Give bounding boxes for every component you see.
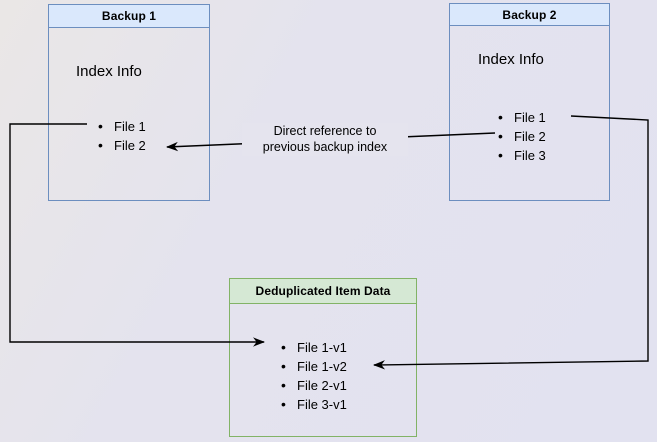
list-item-file1: File 1 — [98, 117, 146, 136]
list-item-file3-v1: File 3-v1 — [281, 395, 347, 414]
list-item-file1-v1: File 1-v1 — [281, 338, 347, 357]
direct-reference-label-line1: Direct reference to — [273, 124, 377, 138]
backup2-index-info-label: Index Info — [478, 51, 544, 68]
list-item-file1: File 1 — [498, 108, 546, 127]
direct-reference-label-line2: previous backup index — [262, 139, 388, 154]
list-item-file2: File 2 — [98, 136, 146, 155]
list-item-file1-v2: File 1-v2 — [281, 357, 347, 376]
list-item-file2: File 2 — [498, 127, 546, 146]
backup1-box: Backup 1 Index Info File 1 File 2 — [48, 4, 210, 201]
backup2-file-list: File 1 File 2 File 3 — [498, 108, 546, 165]
dedup-file-list: File 1-v1 File 1-v2 File 2-v1 File 3-v1 — [281, 338, 347, 414]
list-item-file2-v1: File 2-v1 — [281, 376, 347, 395]
backup1-title: Backup 1 — [49, 5, 209, 28]
backup1-index-info-label: Index Info — [76, 63, 142, 80]
dedup-title: Deduplicated Item Data — [230, 279, 416, 304]
dedup-box: Deduplicated Item Data File 1-v1 File 1-… — [229, 278, 417, 437]
backup1-file-list: File 1 File 2 — [98, 117, 146, 155]
backup2-box: Backup 2 Index Info File 1 File 2 File 3 — [449, 3, 610, 201]
list-item-file3: File 3 — [498, 146, 546, 165]
direct-reference-label: Direct reference to previous backup inde… — [242, 123, 408, 156]
backup2-title: Backup 2 — [450, 4, 609, 26]
